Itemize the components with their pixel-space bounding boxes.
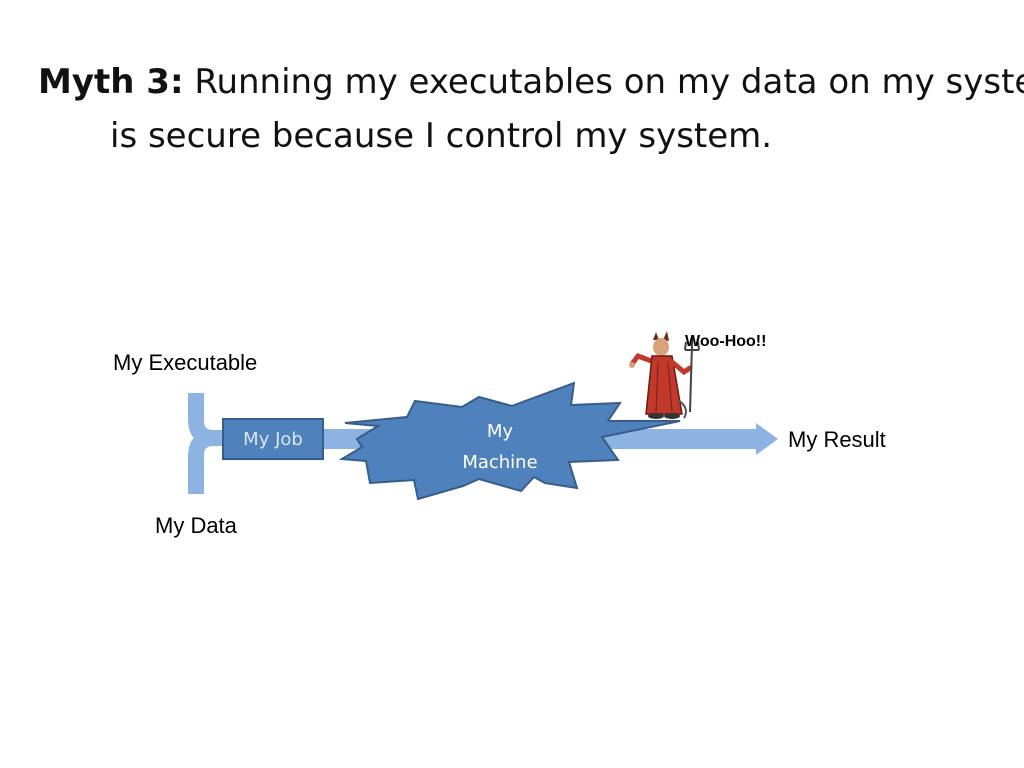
- result-label: My Result: [788, 427, 886, 452]
- data-label: My Data: [155, 513, 237, 538]
- woo-hoo-callout: Woo-Hoo!!: [685, 333, 767, 350]
- machine-starburst: [338, 381, 681, 501]
- result-arrow: [600, 423, 778, 455]
- my-job-box: My Job: [222, 418, 324, 460]
- title-bold: Myth 3:: [38, 62, 184, 102]
- machine-label-line2: Machine: [462, 452, 538, 473]
- title-text: Running my executables on my data on my …: [110, 62, 1024, 156]
- job-label: My Job: [243, 428, 303, 450]
- slide-title: Myth 3: Running my executables on my dat…: [38, 55, 1024, 163]
- machine-label: My Machine: [445, 416, 555, 478]
- executable-label: My Executable: [113, 350, 258, 375]
- input-bracket: [188, 393, 226, 494]
- devil-figure-icon: [629, 331, 700, 419]
- machine-label-line1: My: [486, 421, 514, 442]
